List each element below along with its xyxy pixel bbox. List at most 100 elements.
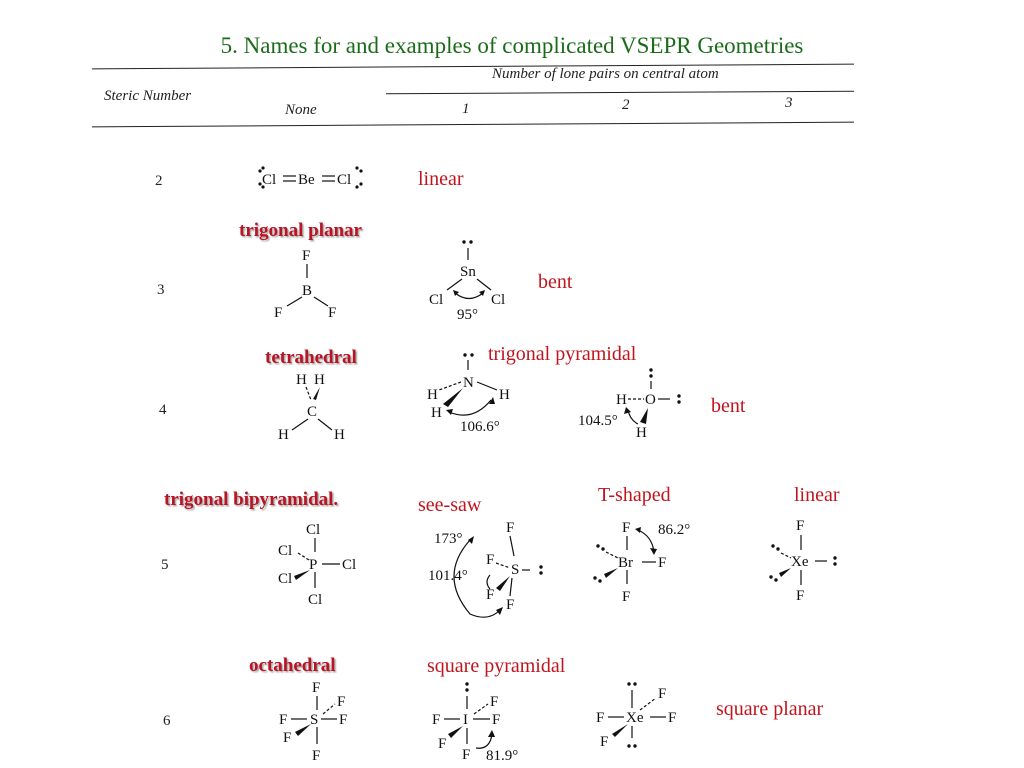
geometry-octahedral: octahedral — [249, 655, 336, 676]
angle-label: 106.6° — [460, 419, 500, 435]
column-3: 3 — [785, 95, 793, 111]
column-1: 1 — [462, 101, 470, 117]
geometry-square-planar: square planar — [716, 698, 824, 720]
atom-c: C — [307, 404, 317, 420]
atom-f: F — [796, 518, 804, 534]
ch4-structure: H H C H H — [278, 372, 345, 443]
atom-h: H — [499, 387, 510, 403]
atom-f: F — [312, 748, 320, 764]
atom-h: H — [636, 425, 647, 441]
atom-cl: Cl — [308, 592, 322, 608]
sncl2-structure: Sn Cl Cl 95° — [429, 240, 505, 323]
atom-f: F — [668, 710, 676, 726]
steric-number-2: 2 — [155, 173, 163, 189]
atom-xe: Xe — [626, 710, 644, 726]
geometry-linear-sn2: linear — [418, 168, 464, 190]
atom-h: H — [278, 427, 289, 443]
pcl5-structure: Cl Cl P Cl Cl Cl — [278, 522, 356, 608]
angle-label: 86.2° — [658, 522, 690, 538]
sf6-structure: F F F S F F F — [279, 680, 347, 764]
atom-cl: Cl — [262, 172, 276, 188]
table-top-rule — [92, 63, 854, 70]
atom-cl: Cl — [278, 571, 292, 587]
atom-h: H — [296, 372, 307, 388]
xef4-structure: F F Xe F F — [596, 682, 676, 750]
atom-f: F — [312, 680, 320, 696]
geometry-t-shaped: T-shaped — [598, 484, 671, 506]
atom-cl: Cl — [429, 292, 443, 308]
geometry-trigonal-pyramidal: trigonal pyramidal — [488, 343, 637, 365]
slide-title: 5. Names for and examples of complicated… — [220, 33, 804, 58]
geometry-trigonal-planar: trigonal planar — [239, 220, 362, 241]
nh3-structure: N H H H 106.6° — [427, 353, 510, 435]
atom-f: F — [337, 694, 345, 710]
atom-s: S — [310, 712, 318, 728]
atom-f: F — [486, 587, 494, 603]
atom-f: F — [622, 589, 630, 605]
atom-cl: Cl — [342, 557, 356, 573]
atom-f: F — [600, 734, 608, 750]
if5-structure: F F I F F F 81.9° — [432, 682, 518, 764]
bf3-structure: F B F F — [274, 248, 336, 321]
angle-label: 101.4° — [428, 568, 468, 584]
atom-f: F — [462, 747, 470, 763]
angle-label: 173° — [434, 531, 463, 547]
atom-s: S — [511, 562, 519, 578]
atom-h: H — [314, 372, 325, 388]
atom-xe: Xe — [791, 554, 809, 570]
atom-sn: Sn — [460, 264, 476, 280]
geometry-linear-sn5: linear — [794, 484, 840, 506]
atom-f: F — [490, 694, 498, 710]
atom-cl: Cl — [306, 522, 320, 538]
xef2-structure: F Xe F — [769, 518, 837, 604]
atom-br: Br — [618, 555, 633, 571]
steric-number-header: Steric Number — [104, 88, 192, 104]
geometry-tetrahedral: tetrahedral — [265, 347, 357, 368]
atom-be: Be — [298, 172, 315, 188]
atom-h: H — [431, 405, 442, 421]
atom-cl: Cl — [337, 172, 351, 188]
angle-label: 81.9° — [486, 748, 518, 764]
atom-f: F — [283, 730, 291, 746]
geometry-bent-sn4: bent — [711, 395, 746, 417]
steric-number-6: 6 — [163, 713, 171, 729]
atom-i: I — [463, 712, 468, 728]
atom-f: F — [658, 686, 666, 702]
geometry-square-pyramidal: square pyramidal — [427, 655, 566, 677]
atom-o: O — [645, 392, 656, 408]
atom-cl: Cl — [278, 543, 292, 559]
atom-cl: Cl — [491, 292, 505, 308]
column-2: 2 — [622, 97, 630, 113]
atom-f: F — [274, 305, 282, 321]
atom-h: H — [616, 392, 627, 408]
angle-label: 104.5° — [578, 413, 618, 429]
atom-f: F — [658, 555, 666, 571]
atom-f: F — [438, 736, 446, 752]
atom-f: F — [622, 520, 630, 536]
atom-f: F — [596, 710, 604, 726]
atom-f: F — [506, 520, 514, 536]
atom-f: F — [279, 712, 287, 728]
brf3-structure: F 86.2° Br F F — [593, 520, 690, 605]
angle-label: 95° — [457, 307, 478, 323]
atom-f: F — [302, 248, 310, 264]
steric-number-3: 3 — [157, 282, 165, 298]
becl2-structure: Cl Be Cl — [258, 166, 363, 189]
atom-f: F — [328, 305, 336, 321]
atom-h: H — [334, 427, 345, 443]
steric-number-5: 5 — [161, 557, 169, 573]
atom-f: F — [796, 588, 804, 604]
atom-f: F — [339, 712, 347, 728]
atom-n: N — [463, 375, 474, 391]
geometry-trigonal-bipyramidal: trigonal bipyramidal. — [164, 489, 339, 510]
table-header-bottom-rule — [92, 121, 854, 128]
geometry-bent-sn3: bent — [538, 271, 573, 293]
steric-number-4: 4 — [159, 402, 167, 418]
column-none: None — [285, 102, 317, 118]
atom-h: H — [427, 387, 438, 403]
lone-pairs-rule — [386, 90, 854, 95]
atom-f: F — [506, 597, 514, 613]
atom-b: B — [302, 283, 312, 299]
sf4-structure: 173° 101.4° F F S F F — [428, 520, 543, 618]
lone-pairs-header: Number of lone pairs on central atom — [492, 66, 719, 82]
